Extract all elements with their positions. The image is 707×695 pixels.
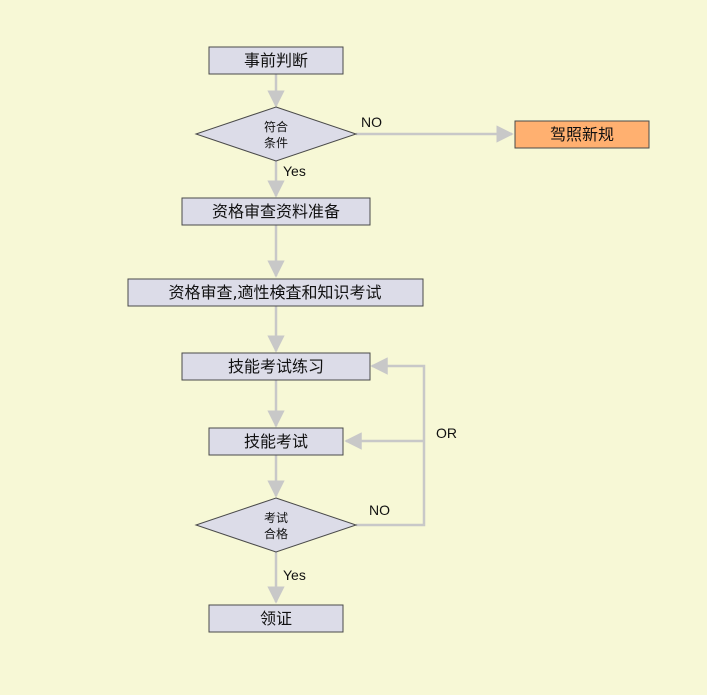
node-license-new-rules-label: 驾照新规: [550, 125, 614, 144]
node-skill-exam: 技能考试: [208, 427, 344, 456]
node-qualification-check: 资格审查,適性検査和知识考试: [127, 278, 424, 307]
node-pre-judgment-label: 事前判断: [244, 51, 308, 70]
node-skill-practice-label: 技能考试练习: [228, 357, 324, 376]
edge-label-passed-yes: Yes: [283, 567, 306, 583]
connectors: [267, 74, 514, 604]
node-eligible-label-line2: 条件: [264, 136, 288, 150]
node-eligible-decision: 符合 条件: [194, 106, 358, 162]
node-qualification-prep: 资格审查资料准备: [181, 197, 371, 226]
node-eligible-label-line1: 符合: [264, 119, 288, 134]
node-get-license-label: 领证: [260, 609, 292, 628]
edge-passed-no-loop: [356, 357, 426, 527]
edge-label-eligible-yes: Yes: [283, 163, 306, 179]
node-skill-practice: 技能考试练习: [181, 352, 371, 381]
node-qualification-prep-label: 资格审查资料准备: [212, 202, 340, 221]
node-license-new-rules: 驾照新规: [514, 120, 650, 149]
edge-label-retry-or: OR: [436, 425, 457, 441]
node-passed-label-line1: 考试: [264, 510, 288, 525]
node-qualification-check-label: 资格审查,適性検査和知识考试: [168, 283, 381, 302]
node-passed-label-line2: 合格: [264, 526, 288, 541]
node-get-license: 领证: [208, 604, 344, 633]
node-passed-decision: 考试 合格: [194, 497, 358, 553]
node-skill-exam-label: 技能考试: [244, 432, 308, 451]
edge-label-eligible-no: NO: [361, 114, 382, 130]
edge-label-passed-no: NO: [369, 502, 390, 518]
node-pre-judgment: 事前判断: [208, 46, 344, 75]
